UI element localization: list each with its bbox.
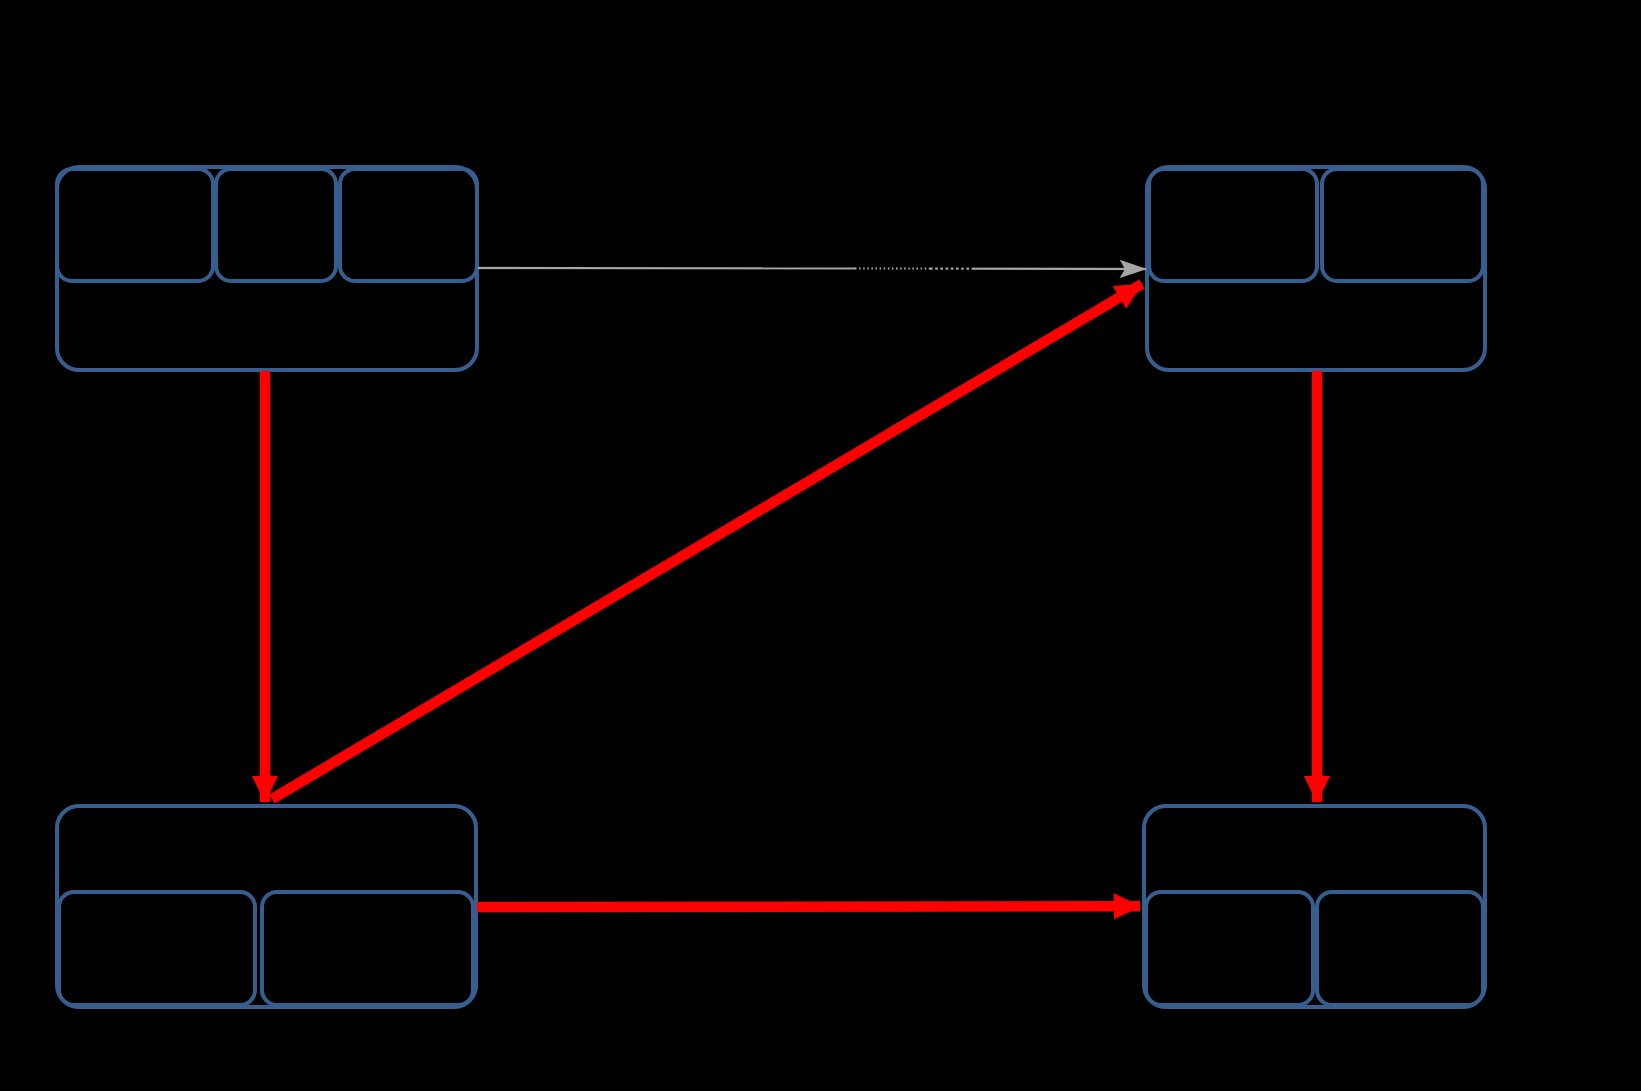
cluster-top-right-box-2 bbox=[1320, 167, 1485, 283]
cluster-top-left-box-1 bbox=[55, 167, 215, 283]
arrow-red-bottom-left-to-top-right bbox=[269, 279, 1145, 804]
arrow-red-bottom-left-to-bottom-right bbox=[476, 893, 1142, 920]
cluster-bottom-left-outer bbox=[55, 804, 478, 1009]
cluster-top-left-box-2 bbox=[214, 167, 338, 283]
cluster-bottom-right bbox=[1142, 804, 1487, 1009]
cluster-top-left bbox=[55, 165, 479, 372]
cluster-top-left-box-3 bbox=[338, 167, 479, 283]
cluster-top-right-box-1 bbox=[1147, 167, 1319, 283]
cluster-bottom-left bbox=[55, 804, 478, 1009]
cluster-bottom-left-box-2 bbox=[260, 890, 475, 1007]
cluster-top-right bbox=[1145, 165, 1487, 372]
arrow-gray-top-left-to-top-right bbox=[477, 259, 1148, 279]
cluster-bottom-right-box-1 bbox=[1144, 890, 1315, 1007]
cluster-bottom-left-box-1 bbox=[57, 890, 257, 1007]
cluster-top-left-outer bbox=[55, 165, 479, 372]
cluster-bottom-right-outer bbox=[1142, 804, 1487, 1009]
cluster-bottom-right-box-2 bbox=[1315, 890, 1485, 1007]
